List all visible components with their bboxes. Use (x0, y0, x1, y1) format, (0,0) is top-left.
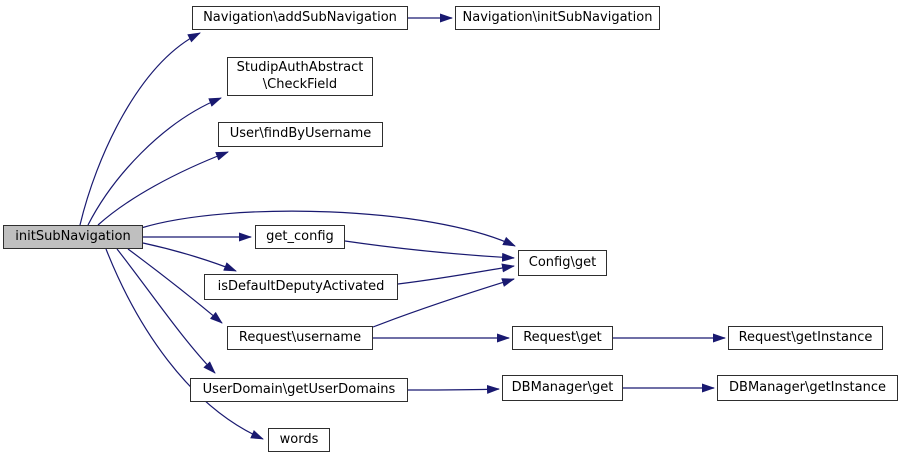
node-dbmanager-get[interactable]: DBManager\get (502, 375, 623, 401)
edge-userdomain-getuserdomains-to-dbmanager-get (407, 384, 500, 394)
edge-request-username-to-config-get (372, 278, 515, 328)
edge-initsubnavigation-to-userdomain-getuserdomains (116, 248, 216, 374)
edge-initsubnavigation-to-config-get (140, 210, 516, 247)
edge-initsubnavigation-to-user-findbyusername (97, 151, 229, 226)
edge-initsubnavigation-to-studipauthabstract-checkfield (87, 97, 222, 226)
node-dbmanager-getinstance[interactable]: DBManager\getInstance (717, 375, 898, 401)
node-config-get[interactable]: Config\get (518, 250, 607, 276)
node-userdomain-getuserdomains[interactable]: UserDomain\getUserDomains (190, 378, 408, 402)
node-request-get[interactable]: Request\get (512, 326, 613, 350)
node-words[interactable]: words (268, 428, 330, 452)
node-get-config[interactable]: get_config (255, 225, 345, 249)
node-request-getinstance[interactable]: Request\getInstance (728, 326, 883, 350)
edge-initsubnavigation-to-navigation-addsubnavigation (79, 32, 201, 226)
edge-initsubnavigation-to-isdefaultdeputyactivated (142, 242, 237, 272)
edge-initsubnavigation-to-words (105, 248, 264, 440)
node-isdefaultdeputyactivated[interactable]: isDefaultDeputyActivated (204, 274, 398, 300)
node-request-username[interactable]: Request\username (227, 326, 373, 350)
node-navigation-addsubnavigation[interactable]: Navigation\addSubNavigation (192, 6, 408, 30)
node-navigation-initsubnavigation[interactable]: Navigation\initSubNavigation (455, 6, 660, 30)
edge-get-config-to-config-get (344, 240, 515, 262)
node-user-findbyusername[interactable]: User\findByUsername (218, 122, 383, 147)
node-studipauthabstract-checkfield[interactable]: StudipAuthAbstract \CheckField (227, 57, 373, 96)
node-initsubnavigation[interactable]: initSubNavigation (3, 225, 143, 249)
edge-initsubnavigation-to-request-username (127, 248, 223, 324)
edge-isdefaultdeputyactivated-to-config-get (397, 263, 515, 285)
